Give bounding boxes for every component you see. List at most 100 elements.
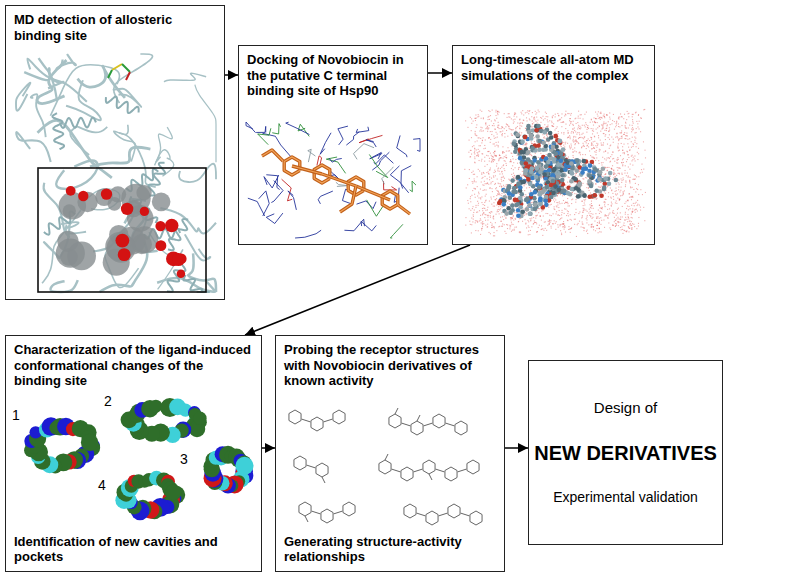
water-dot (489, 179, 490, 180)
water-dot (487, 224, 488, 225)
water-dot (638, 114, 639, 115)
water-dot (631, 217, 632, 218)
water-dot (638, 223, 639, 224)
water-dot (526, 120, 527, 121)
water-dot (532, 123, 533, 124)
water-dot (507, 125, 508, 126)
water-dot (613, 172, 614, 173)
water-dot (496, 145, 497, 146)
water-dot (623, 225, 624, 226)
water-dot (506, 151, 507, 152)
water-dot (564, 146, 565, 147)
water-dot (509, 113, 510, 114)
water-dot (624, 114, 625, 115)
water-dot (575, 141, 576, 142)
water-dot (568, 211, 569, 212)
water-dot (555, 229, 556, 230)
water-dot (626, 161, 627, 162)
water-dot (601, 208, 602, 209)
water-dot (630, 187, 631, 188)
water-dot (609, 227, 610, 228)
ribbon-strand (90, 147, 150, 167)
residue-sticks (259, 191, 269, 216)
water-dot (550, 220, 551, 221)
water-dot (537, 123, 538, 124)
water-dot (474, 151, 475, 152)
water-dot (600, 182, 601, 183)
water-dot (620, 227, 621, 228)
water-dot (553, 126, 554, 127)
water-dot (613, 199, 614, 200)
water-dot (628, 227, 629, 228)
water-dot (626, 219, 627, 220)
water-dot (526, 187, 527, 188)
water-dot (574, 214, 575, 215)
water-dot (522, 122, 523, 123)
water-dot (473, 121, 474, 122)
water-dot (506, 224, 507, 225)
water-dot (596, 218, 597, 219)
water-dot (615, 137, 616, 138)
ribbon-strand (37, 120, 111, 177)
water-dot (501, 193, 502, 194)
red-sphere (121, 203, 133, 215)
water-dot (626, 230, 627, 231)
water-dot (576, 123, 577, 124)
water-dot (634, 179, 635, 180)
water-dot (570, 123, 571, 124)
water-dot (607, 218, 608, 219)
surface-patch (63, 204, 76, 217)
water-dot (632, 159, 633, 160)
water-dot (600, 207, 601, 208)
water-dot (612, 193, 613, 194)
water-dot (580, 118, 581, 119)
water-dot (561, 212, 562, 213)
water-dot (595, 118, 596, 119)
water-dot (621, 125, 622, 126)
water-dot (600, 224, 601, 225)
water-dot (502, 151, 503, 152)
water-dot (561, 122, 562, 123)
water-dot (483, 130, 484, 131)
water-dot (629, 197, 630, 198)
water-dot (600, 217, 601, 218)
water-dot (634, 210, 635, 211)
water-dot (543, 230, 544, 231)
water-dot (578, 127, 579, 128)
water-dot (489, 212, 490, 213)
water-dot (485, 148, 486, 149)
water-dot (473, 216, 474, 217)
water-dot (627, 143, 628, 144)
residue-sticks (288, 191, 296, 210)
water-dot (476, 127, 477, 128)
residue-sticks (410, 181, 416, 192)
water-dot (631, 131, 632, 132)
water-dot (560, 119, 561, 120)
water-dot (530, 230, 531, 231)
water-dot (636, 146, 637, 147)
water-dot (545, 112, 546, 113)
water-dot (499, 183, 500, 184)
water-dot (601, 124, 602, 125)
water-dot (636, 202, 637, 203)
water-dot (481, 196, 482, 197)
water-dot (628, 147, 629, 148)
water-dot (631, 205, 632, 206)
water-dot (562, 223, 563, 224)
water-dot (580, 137, 581, 138)
protein-ribbon (16, 54, 216, 292)
water-dot (490, 183, 491, 184)
water-dot (469, 208, 470, 209)
water-dot (474, 148, 475, 149)
water-dot (502, 127, 503, 128)
water-dot (615, 191, 616, 192)
water-dot (621, 162, 622, 163)
water-dot (480, 234, 481, 235)
water-dot (536, 117, 537, 118)
water-dot (486, 127, 487, 128)
water-dot (476, 205, 477, 206)
water-dot (595, 213, 596, 214)
water-dot (605, 151, 606, 152)
water-dot (556, 221, 557, 222)
water-dot (499, 226, 500, 227)
